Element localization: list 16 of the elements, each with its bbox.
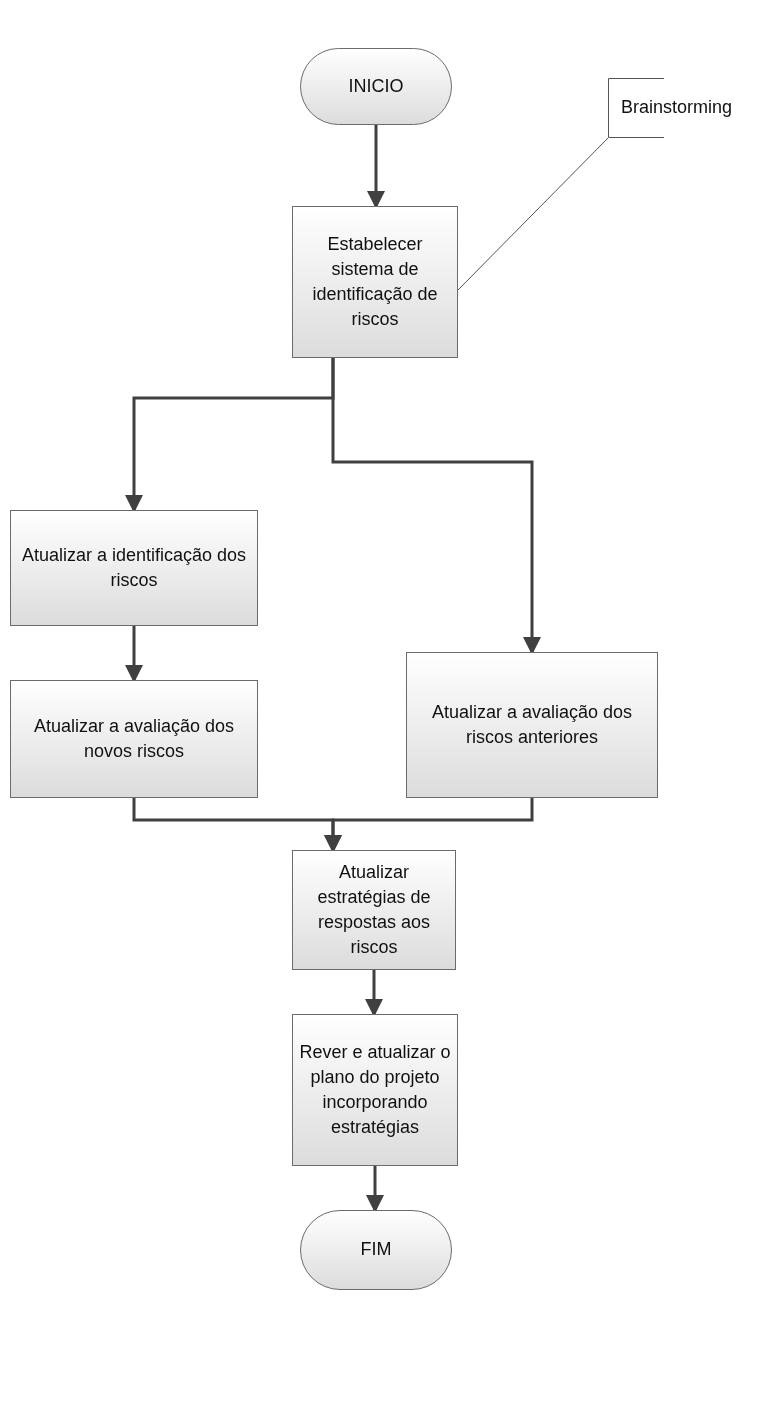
process-box (406, 652, 658, 798)
node-label: INICIO (347, 74, 405, 98)
node-label: Atualizar a avaliação dos novos riscos (32, 714, 236, 763)
process-box (10, 680, 258, 798)
node-label: Atualizar a avaliação dos riscos anteriores (430, 700, 634, 749)
node-label: Atualizar a identificação dos riscos (20, 543, 248, 592)
process-box (292, 1014, 458, 1166)
leader-line (457, 137, 609, 291)
annotation-text: Brainstorming (620, 96, 734, 120)
process-box (292, 850, 456, 970)
process-box (292, 206, 458, 358)
node-label: Rever e atualizar o plano do projeto incorporando estratégias (298, 1040, 452, 1140)
node-label: FIM (359, 1238, 393, 1262)
process-box (10, 510, 258, 626)
node-label: Estabelecer sistema de identificação de riscos (311, 232, 439, 332)
node-label: Atualizar estratégias de respostas aos riscos (316, 860, 432, 960)
